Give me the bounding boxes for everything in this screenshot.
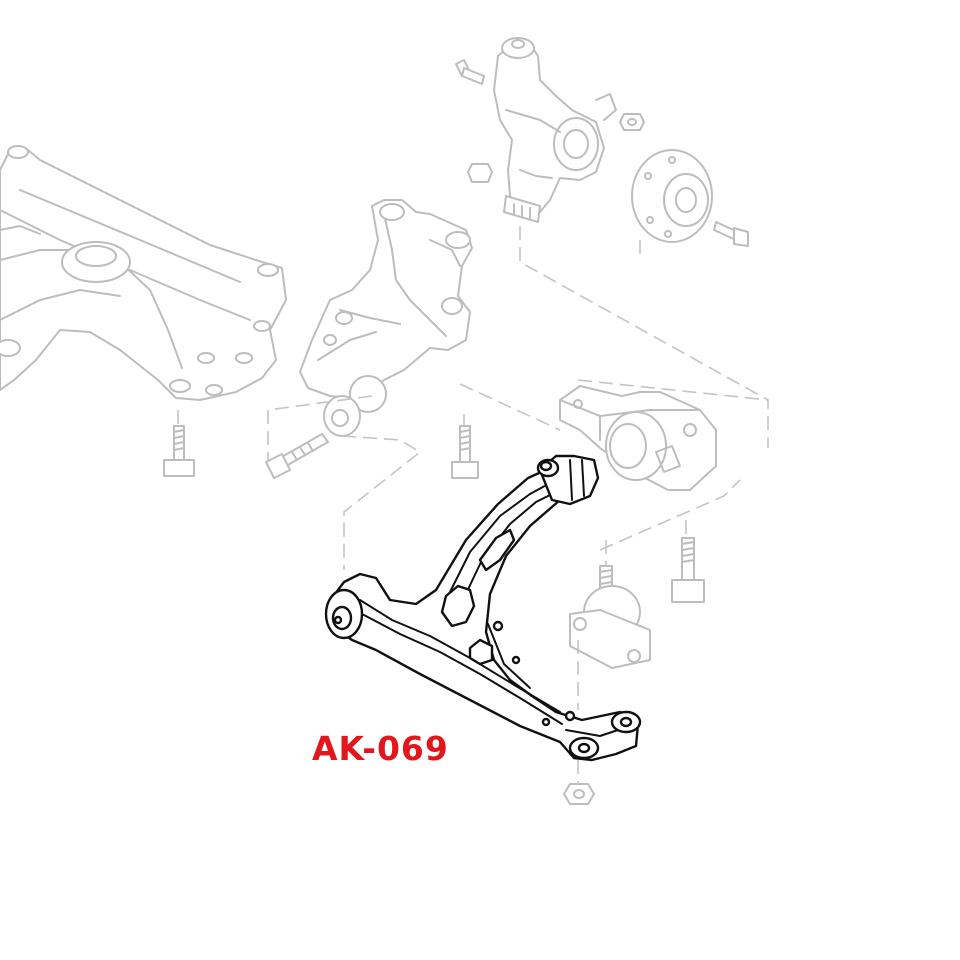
faded-bolts <box>451 425 705 805</box>
rear-bushing-block <box>559 385 717 491</box>
rear-mount-bracket <box>265 199 473 479</box>
steering-knuckle <box>455 37 749 247</box>
subframe <box>0 145 287 477</box>
part-number-label: AK-069 <box>312 729 449 768</box>
lower-control-arm <box>324 454 642 762</box>
assembly-guide-lines <box>177 226 769 784</box>
